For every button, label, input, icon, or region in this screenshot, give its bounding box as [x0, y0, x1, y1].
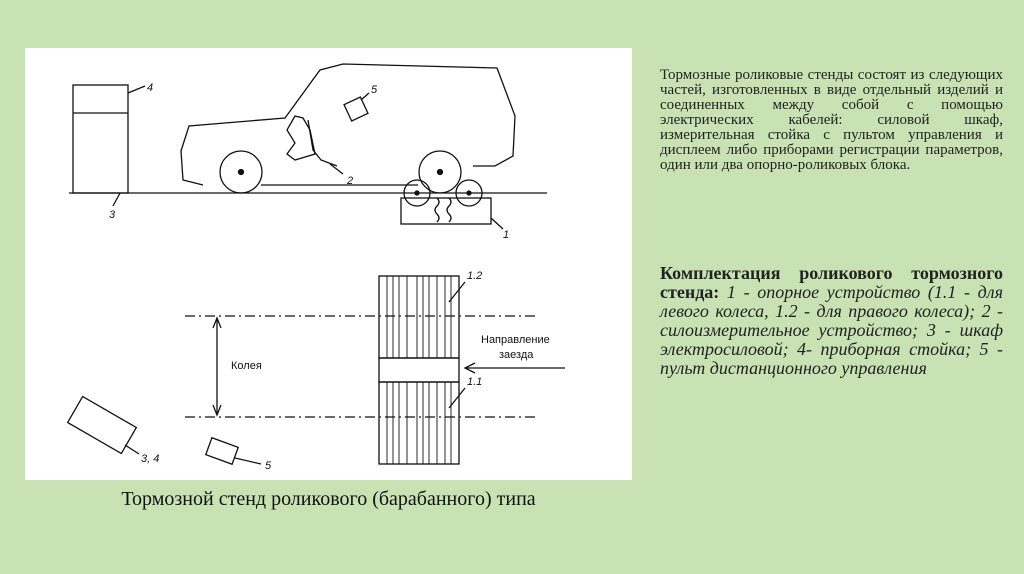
- force-device-cable: [307, 119, 338, 167]
- description-last-line: один или два опорно-роликовых блока.: [660, 157, 911, 173]
- track-arrow-down: [212, 404, 222, 417]
- stand-diagram: 4 3 2 5 1 1.2 1.1 Колея Направление заез…: [25, 48, 632, 480]
- label-5-bottom: 5: [265, 460, 272, 472]
- kit-title: Комплектация роликового тормозного стенд…: [660, 263, 1003, 302]
- track-arrow-up: [212, 316, 222, 329]
- roller-left: [403, 179, 431, 207]
- label-direction-1: Направление: [481, 334, 550, 346]
- label-3: 3: [109, 209, 116, 221]
- roller-unit-stripes: [386, 276, 452, 464]
- label-3-4: 3, 4: [141, 453, 159, 465]
- roller-right-hub: [466, 190, 472, 196]
- roller-unit-1-2: [378, 275, 460, 359]
- leader-3: [112, 192, 121, 207]
- leader-2: [329, 163, 344, 175]
- label-1: 1: [503, 229, 509, 241]
- cabinet-3-4: [72, 84, 129, 194]
- car-front-hub: [237, 168, 245, 176]
- kit-body: 1 - опорное устройство (1.1 - для левого…: [660, 282, 1003, 378]
- force-device-2: [286, 115, 316, 161]
- remote-plan-5: [204, 436, 240, 466]
- leader-4: [127, 85, 146, 94]
- roller-block-1: [400, 197, 492, 225]
- leader-5-bottom: [234, 457, 262, 465]
- car-body: [180, 63, 516, 186]
- cabinet-plan-3-4: [66, 395, 138, 455]
- car-rear-hub: [436, 168, 444, 176]
- stand-diagram-svg: 4 3 2 5 1 1.2 1.1 Колея Направление заез…: [66, 63, 565, 472]
- label-2: 2: [346, 175, 353, 187]
- label-5-top: 5: [371, 84, 378, 96]
- roller-unit-1-1: [378, 381, 460, 465]
- description-paragraph: Тормозные роликовые стенды состоят из сл…: [660, 68, 1003, 173]
- car-rear-wheel: [418, 150, 462, 194]
- leader-3-4: [124, 444, 140, 455]
- direction-arrow-head: [463, 362, 476, 374]
- label-1-2: 1.2: [467, 270, 482, 282]
- leader-1: [490, 217, 504, 230]
- leader-1-2: [448, 281, 466, 303]
- roller-left-hub: [414, 190, 420, 196]
- figure-caption: Тормозной стенд роликового (барабанного)…: [121, 488, 536, 510]
- description-main: Тормозные роликовые стенды состоят из сл…: [660, 67, 1003, 158]
- leader-1-1: [448, 387, 466, 409]
- leader-5-top: [360, 92, 370, 101]
- label-1-1: 1.1: [467, 376, 482, 388]
- roller-spring-right: [446, 197, 452, 223]
- kit-paragraph: Комплектация роликового тормозного стенд…: [660, 264, 1003, 378]
- label-direction-2: заезда: [499, 349, 534, 361]
- roller-spring-left: [434, 197, 440, 223]
- label-4: 4: [147, 82, 153, 94]
- roller-right: [455, 179, 483, 207]
- label-track: Колея: [231, 360, 262, 372]
- car-front-wheel: [219, 150, 263, 194]
- roller-unit-connector: [378, 357, 460, 383]
- remote-5-top: [343, 96, 369, 122]
